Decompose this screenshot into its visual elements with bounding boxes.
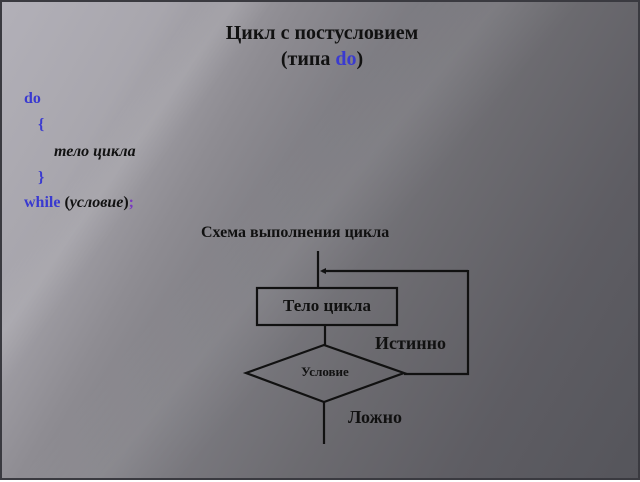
while-close-paren: ) xyxy=(123,194,129,211)
subtitle-prefix: (типа xyxy=(280,48,336,70)
subtitle-keyword: do xyxy=(335,48,357,70)
subtitle-suffix: ) xyxy=(356,48,364,70)
while-open-paren: ( xyxy=(60,194,70,211)
arrow-head-icon xyxy=(320,268,326,274)
code-open-brace: { xyxy=(38,116,45,133)
false-label: Ложно xyxy=(348,407,402,427)
code-do: do xyxy=(24,90,41,107)
slide-title: Цикл с постусловием xyxy=(225,22,419,44)
slide-subtitle: (типа do) xyxy=(2,48,640,71)
code-body: тело цикла xyxy=(54,143,136,161)
while-keyword: while xyxy=(24,194,61,211)
condition-label: Условие xyxy=(301,364,349,379)
code-while: while (условие); xyxy=(24,194,134,212)
true-label: Истинно xyxy=(375,333,446,353)
while-semicolon: ; xyxy=(128,194,134,211)
body-box-label: Тело цикла xyxy=(283,296,371,315)
scheme-title: Схема выполнения цикла xyxy=(201,224,390,241)
body-box xyxy=(255,286,399,327)
code-close-brace: } xyxy=(38,169,45,186)
code-body-text: тело цикла xyxy=(54,143,136,160)
while-condition: условие xyxy=(69,194,124,211)
